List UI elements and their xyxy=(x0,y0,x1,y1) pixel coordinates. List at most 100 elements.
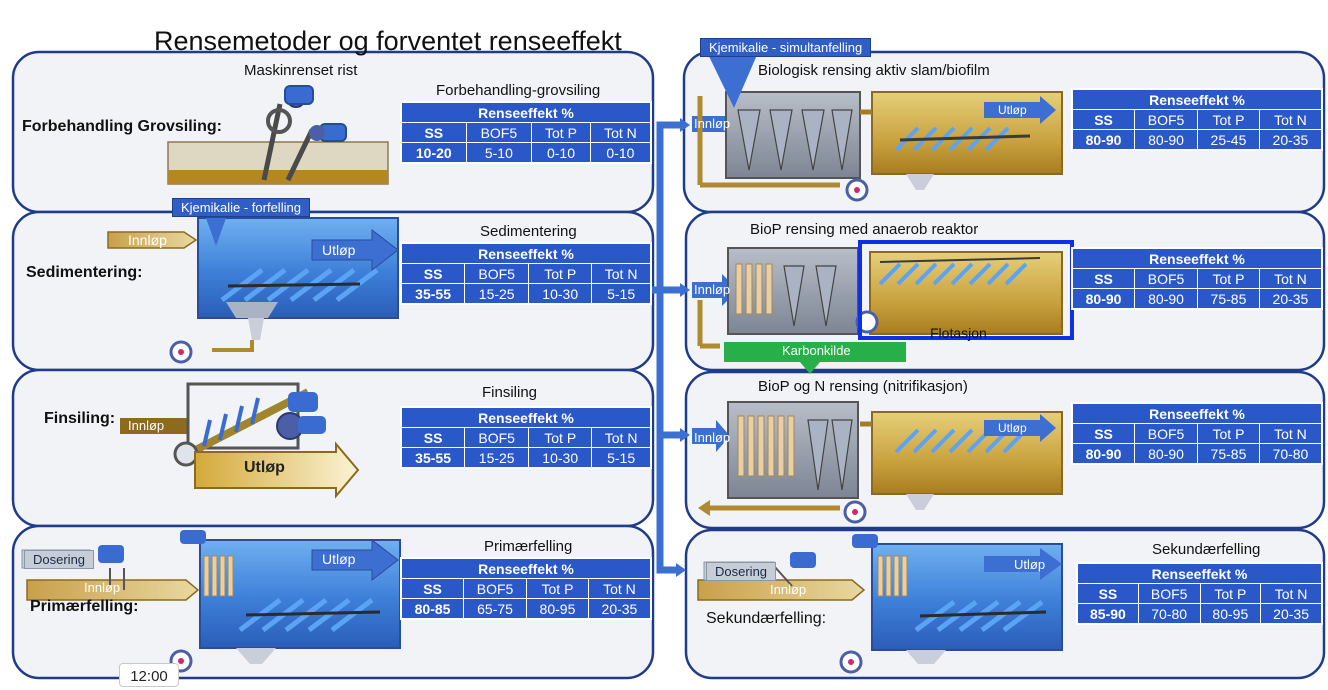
page-title: Rensemetoder og forventet renseeffekt xyxy=(154,26,622,56)
value-totn: 5-15 xyxy=(591,447,652,469)
col-bof5: BOF5 xyxy=(464,427,530,448)
col-totp: Tot P xyxy=(528,427,593,448)
col-totn: Tot N xyxy=(1260,583,1323,604)
col-bof5: BOF5 xyxy=(1134,109,1199,130)
video-timestamp: 12:00 xyxy=(119,663,179,687)
value-totp: 80-95 xyxy=(526,598,589,620)
col-bof5: BOF5 xyxy=(465,122,533,143)
outlet-label: Utløp xyxy=(322,242,356,258)
value-ss: 35-55 xyxy=(400,283,466,305)
col-ss: SS xyxy=(400,263,466,284)
renseeffekt-header: Renseeffekt % xyxy=(1071,247,1323,269)
value-ss: 80-90 xyxy=(1071,443,1136,465)
col-totn: Tot N xyxy=(591,263,652,284)
tag-kjemikalie-simultanfelling: Kjemikalie - simultanfelling xyxy=(700,38,872,57)
value-bof5: 15-25 xyxy=(464,283,530,305)
renseeffekt-header: Renseeffekt % xyxy=(400,242,652,264)
col-ss: SS xyxy=(400,122,467,143)
outlet-label: Utløp xyxy=(322,551,356,567)
outlet-label: Utløp xyxy=(244,459,285,476)
label-biologisk: Biologisk rensing aktiv slam/biofilm xyxy=(758,62,990,79)
col-bof5: BOF5 xyxy=(1134,268,1199,289)
table-title-sekundaerfelling: Sekundærfelling xyxy=(1152,541,1261,558)
col-totp: Tot P xyxy=(1197,268,1260,289)
value-totp: 80-95 xyxy=(1199,603,1262,625)
renseeffekt-table-forbehandling: Renseeffekt % SS BOF5 Tot P Tot N 10-20 … xyxy=(400,101,652,164)
value-bof5: 70-80 xyxy=(1137,603,1201,625)
col-totp: Tot P xyxy=(528,263,593,284)
col-bof5: BOF5 xyxy=(463,578,528,599)
value-ss: 80-90 xyxy=(1071,129,1136,151)
col-ss: SS xyxy=(400,427,466,448)
renseeffekt-header: Renseeffekt % xyxy=(1071,88,1323,110)
label-finsiling: Finsiling: xyxy=(44,410,116,427)
value-totn: 70-80 xyxy=(1258,443,1323,465)
tag-dosering: Dosering xyxy=(24,550,95,569)
renseeffekt-header: Renseeffekt % xyxy=(1076,562,1323,584)
value-totn: 5-15 xyxy=(591,283,652,305)
col-totn: Tot N xyxy=(591,427,652,448)
inlet-label: Innløp xyxy=(128,232,167,248)
renseeffekt-header: Renseeffekt % xyxy=(400,101,652,123)
col-totn: Tot N xyxy=(587,578,652,599)
tag-kjemikalie-forfelling: Kjemikalie - forfelling xyxy=(172,198,310,217)
inlet-label: Innløp xyxy=(694,282,731,297)
col-ss: SS xyxy=(1071,423,1136,444)
value-totp: 25-45 xyxy=(1197,129,1260,151)
col-totn: Tot N xyxy=(1258,109,1323,130)
value-totp: 75-85 xyxy=(1197,443,1260,465)
label-biop-og-n: BioP og N rensing (nitrifikasjon) xyxy=(758,378,968,395)
renseeffekt-table-primaerfelling: Renseeffekt % SS BOF5 Tot P Tot N 80-85 … xyxy=(400,557,652,620)
outlet-label: Utløp xyxy=(998,421,1027,435)
value-totp: 10-30 xyxy=(528,283,593,305)
table-title-finsiling: Finsiling xyxy=(482,384,538,401)
label-forbehandling: Forbehandling Grovsiling: xyxy=(22,118,222,135)
inlet-label: Innløp xyxy=(770,582,807,597)
value-totp: 75-85 xyxy=(1197,288,1260,310)
tag-dosering: Dosering xyxy=(706,562,777,581)
inlet-label: Innløp xyxy=(128,418,165,433)
inlet-label: Innløp xyxy=(694,116,731,131)
col-totp: Tot P xyxy=(1199,583,1262,604)
inlet-label: Innløp xyxy=(694,430,731,445)
col-bof5: BOF5 xyxy=(1137,583,1201,604)
table-title-primaerfelling: Primærfelling xyxy=(484,538,573,555)
label-primaerfelling: Primærfelling: xyxy=(30,598,139,615)
caption-maskinrenset-rist: Maskinrenset rist xyxy=(244,62,358,79)
col-ss: SS xyxy=(1076,583,1139,604)
col-totp: Tot P xyxy=(526,578,589,599)
value-bof5: 5-10 xyxy=(465,142,533,164)
label-sedimentering: Sedimentering: xyxy=(26,264,143,281)
renseeffekt-table-sekundaerfelling: Renseeffekt % SS BOF5 Tot P Tot N 85-90 … xyxy=(1076,562,1323,625)
renseeffekt-header: Renseeffekt % xyxy=(400,557,652,579)
renseeffekt-header: Renseeffekt % xyxy=(400,406,652,428)
col-ss: SS xyxy=(1071,268,1136,289)
label-sekundaerfelling: Sekundærfelling: xyxy=(706,610,827,627)
value-totn: 20-35 xyxy=(1258,288,1323,310)
value-totn: 20-35 xyxy=(587,598,652,620)
col-totn: Tot N xyxy=(589,122,652,143)
renseeffekt-table-sedimentering: Renseeffekt % SS BOF5 Tot P Tot N 35-55 … xyxy=(400,242,652,305)
value-totn: 0-10 xyxy=(589,142,652,164)
value-totp: 10-30 xyxy=(528,447,593,469)
value-ss: 10-20 xyxy=(400,142,467,164)
tag-karbonkilde: Karbonkilde xyxy=(782,343,851,358)
col-ss: SS xyxy=(400,578,465,599)
value-bof5: 80-90 xyxy=(1134,443,1199,465)
value-bof5: 80-90 xyxy=(1134,129,1199,151)
value-bof5: 80-90 xyxy=(1134,288,1199,310)
col-totn: Tot N xyxy=(1258,268,1323,289)
value-ss: 35-55 xyxy=(400,447,466,469)
col-totn: Tot N xyxy=(1258,423,1323,444)
value-ss: 80-85 xyxy=(400,598,465,620)
renseeffekt-header: Renseeffekt % xyxy=(1071,402,1323,424)
value-ss: 80-90 xyxy=(1071,288,1136,310)
table-title-sedimentering: Sedimentering xyxy=(480,223,577,240)
outlet-label: Utløp xyxy=(998,103,1027,117)
col-totp: Tot P xyxy=(1197,109,1260,130)
value-totn: 20-35 xyxy=(1260,603,1323,625)
col-ss: SS xyxy=(1071,109,1136,130)
outlet-label: Utløp xyxy=(1014,557,1046,572)
renseeffekt-table-biop-og-n: Renseeffekt % SS BOF5 Tot P Tot N 80-90 … xyxy=(1071,402,1323,465)
